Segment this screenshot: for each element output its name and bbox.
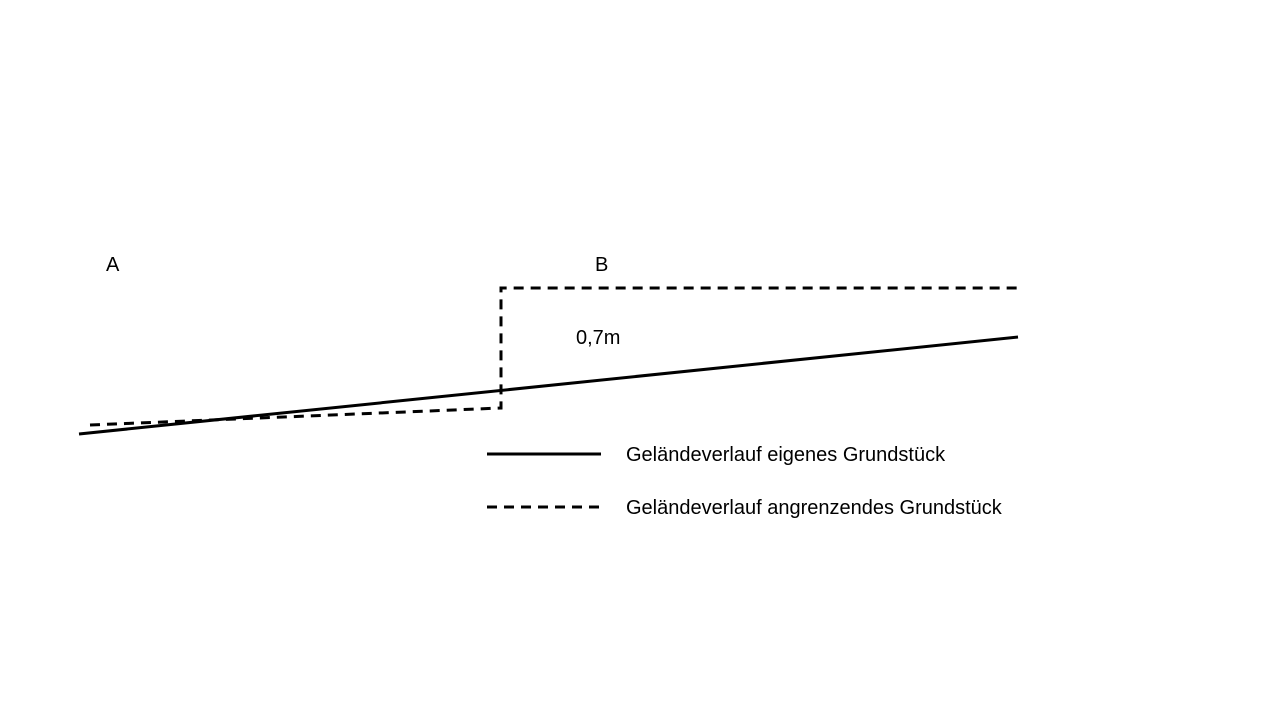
legend-adjacent-terrain-label: Geländeverlauf angrenzendes Grundstück: [626, 497, 1002, 519]
point-a-label: A: [106, 254, 120, 276]
own-terrain-line: [78, 335, 1019, 436]
legend-own-terrain-label: Geländeverlauf eigenes Grundstück: [626, 444, 946, 466]
adjacent-terrain-line: [89, 286, 1018, 427]
height-difference-label: 0,7m: [576, 327, 621, 349]
point-b-label: B: [595, 254, 609, 276]
